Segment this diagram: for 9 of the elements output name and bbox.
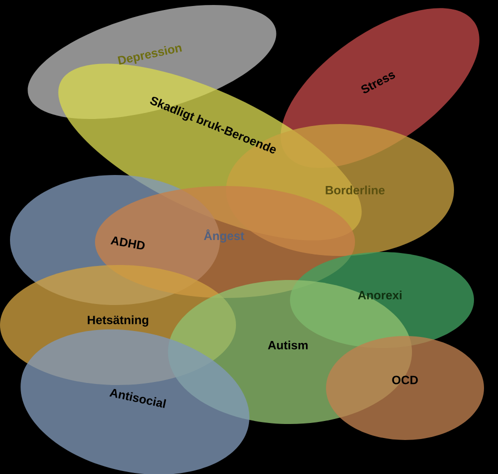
- ellipse-label: Hetsätning: [88, 315, 148, 327]
- ellipse-label: Antisocial: [109, 388, 166, 408]
- ellipse-label: ADHD: [110, 236, 145, 250]
- ellipse-label: Ångest: [204, 229, 244, 243]
- ellipse-label: Depression: [118, 45, 182, 65]
- ellipse-label: OCD: [392, 376, 418, 384]
- ellipse-label: Autism: [268, 340, 308, 350]
- ellipse-label: Borderline: [326, 186, 385, 194]
- ellipse: [326, 336, 484, 440]
